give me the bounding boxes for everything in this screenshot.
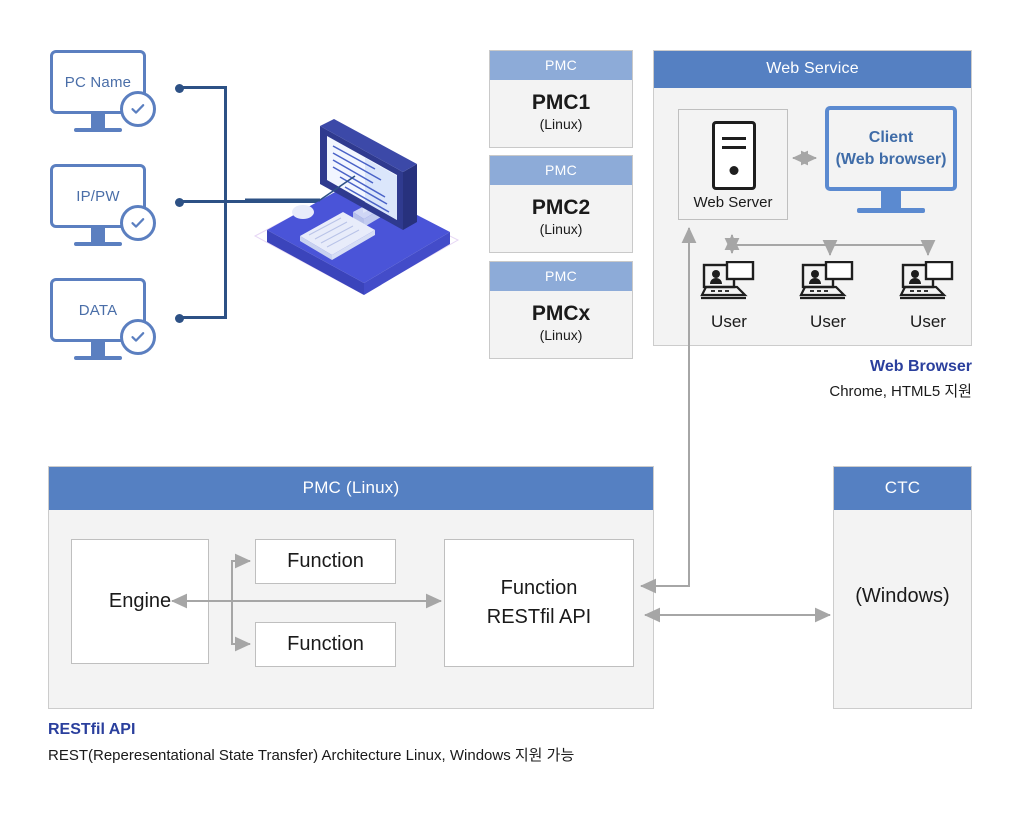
- restfil-api-line2: RESTfil API: [486, 606, 592, 628]
- check-circle-icon: [120, 205, 156, 241]
- server-vent-bar: [722, 137, 746, 140]
- restfil-api-line1: Function: [500, 577, 578, 599]
- user-label: User: [711, 312, 747, 331]
- monitor-icon: Client (Web browser): [825, 106, 957, 191]
- ctc-body-label: (Windows): [855, 585, 950, 607]
- pmc-card-1: PMC PMC1 (Linux): [489, 50, 633, 149]
- user-laptop-icon: [700, 260, 755, 300]
- pmc-linux-header: PMC (Linux): [49, 467, 653, 510]
- server-vent-bar: [722, 146, 746, 149]
- web-browser-caption: Web Browser Chrome, HTML5 지원: [700, 358, 972, 401]
- function-label: Function: [287, 550, 364, 572]
- web-service-panel: Web Service Web Server Client (Web brows…: [653, 50, 972, 346]
- monitor-neck: [91, 228, 105, 242]
- connector-segment: [179, 86, 227, 89]
- ctc-header: CTC: [834, 467, 971, 510]
- rest-caption-subtitle: REST(Reperesentational State Transfer) A…: [48, 747, 575, 764]
- user-item-3: User: [893, 260, 963, 332]
- monitor-base: [857, 208, 925, 213]
- input-label: PC Name: [64, 73, 132, 91]
- check-circle-icon: [120, 319, 156, 355]
- pmc-card-title: PMCx: [531, 302, 591, 325]
- input-card-data: DATA: [50, 278, 170, 373]
- pmc-linux-panel: PMC (Linux) Engine Function Function Fun…: [48, 466, 654, 709]
- input-label: DATA: [78, 301, 118, 319]
- user-laptop-icon: [899, 260, 954, 300]
- pmc-card-title: PMC2: [531, 196, 591, 219]
- web-server-box: Web Server: [678, 109, 788, 220]
- pmc-card-subtitle: (Linux): [539, 327, 583, 344]
- engine-box: Engine: [71, 539, 209, 664]
- function-label: Function: [287, 633, 364, 655]
- pmc-card-body: PMC1 (Linux): [490, 80, 632, 147]
- server-tower-icon: [712, 121, 756, 190]
- monitor-neck: [881, 191, 901, 208]
- engine-label: Engine: [108, 590, 172, 612]
- function-box-1: Function: [255, 539, 396, 584]
- web-browser-caption-subtitle: Chrome, HTML5 지원: [829, 383, 972, 400]
- server-power-dot: [729, 166, 739, 175]
- input-card-pc-name: PC Name: [50, 50, 170, 145]
- user-label: User: [910, 312, 946, 331]
- client-monitor-group: Client (Web browser): [825, 106, 957, 216]
- pmc-card-body: PMCx (Linux): [490, 291, 632, 358]
- ctc-panel: CTC (Windows): [833, 466, 972, 709]
- pmc-card-subtitle: (Linux): [539, 221, 583, 238]
- connector-segment: [179, 316, 227, 319]
- monitor-base: [74, 242, 122, 246]
- monitor-neck: [91, 342, 105, 356]
- pmc-card-title: PMC1: [531, 91, 591, 114]
- function-box-2: Function: [255, 622, 396, 667]
- monitor-icon: PC Name: [50, 50, 146, 114]
- web-server-label: Web Server: [693, 194, 773, 211]
- monitor-neck: [91, 114, 105, 128]
- client-label-line1: Client: [868, 128, 914, 146]
- rest-caption-title: RESTfil API: [48, 721, 136, 738]
- pmc-card-subtitle: (Linux): [539, 116, 583, 133]
- restfil-api-box: Function RESTfil API: [444, 539, 634, 667]
- pmc-card-2: PMC PMC2 (Linux): [489, 155, 633, 254]
- pmc-card-header: PMC: [490, 262, 632, 291]
- monitor-base: [74, 128, 122, 132]
- pmc-card-header: PMC: [490, 51, 632, 80]
- input-card-ip-pw: IP/PW: [50, 164, 170, 259]
- input-label: IP/PW: [76, 187, 120, 205]
- user-item-1: User: [694, 260, 764, 332]
- client-label-line2: (Web browser): [835, 150, 947, 168]
- pmc-card-header: PMC: [490, 156, 632, 185]
- pmc-card-body: PMC2 (Linux): [490, 185, 632, 252]
- check-circle-icon: [120, 91, 156, 127]
- user-item-2: User: [793, 260, 863, 332]
- pmc-card-3: PMC PMCx (Linux): [489, 261, 633, 360]
- rest-caption: RESTfil API REST(Reperesentational State…: [48, 721, 748, 765]
- user-laptop-icon: [799, 260, 854, 300]
- web-browser-caption-title: Web Browser: [870, 358, 972, 375]
- monitor-base: [74, 356, 122, 360]
- isometric-desktop-computer-illustration: [245, 108, 465, 298]
- user-label: User: [810, 312, 846, 331]
- web-service-header: Web Service: [654, 51, 971, 88]
- connector-segment: [179, 200, 227, 203]
